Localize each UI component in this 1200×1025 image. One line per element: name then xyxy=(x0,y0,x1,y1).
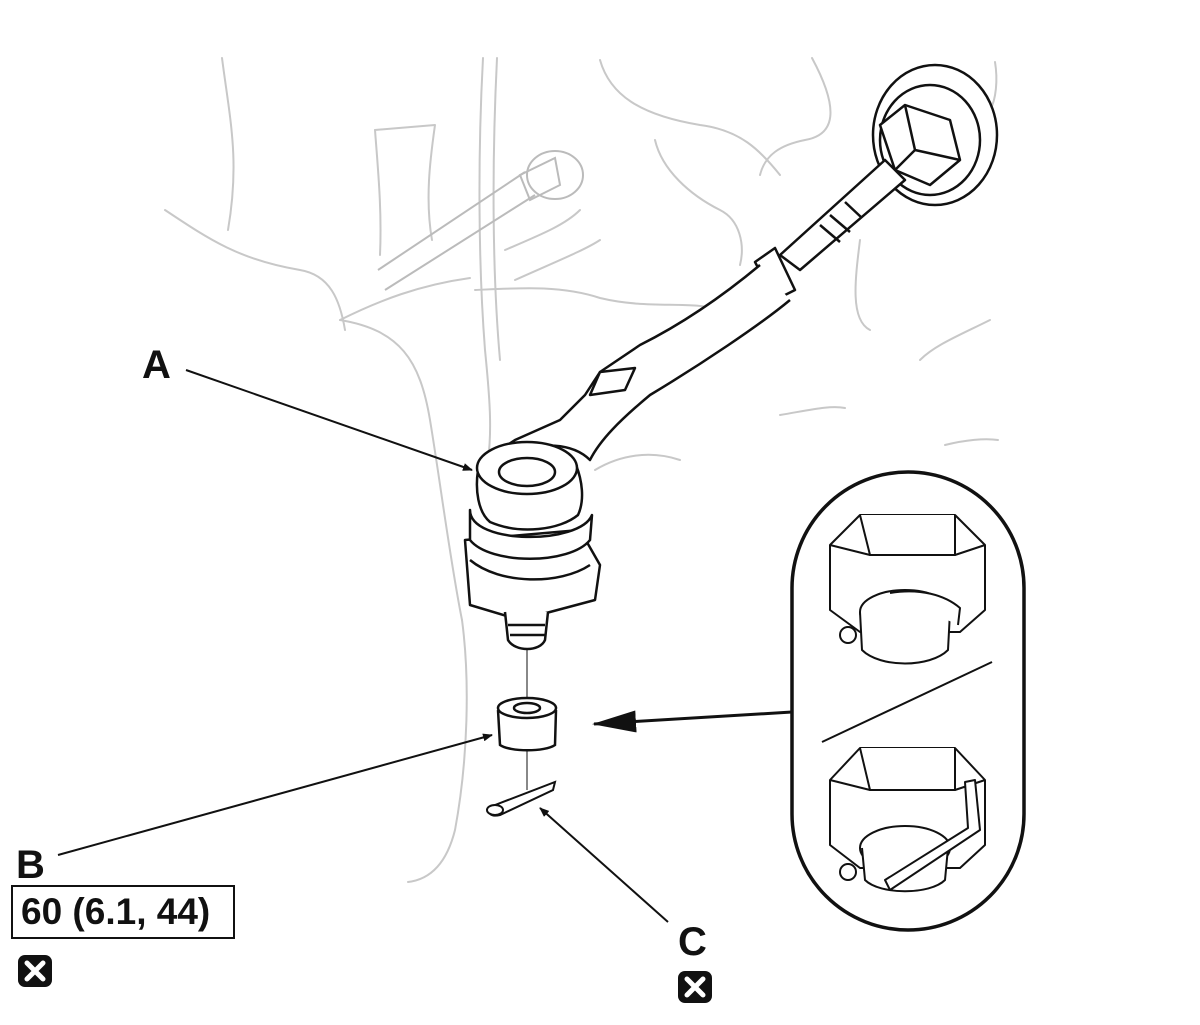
detail-view-arrow xyxy=(592,710,793,733)
callout-label-b: B xyxy=(16,843,45,887)
callout-label-c: C xyxy=(678,920,707,964)
tie-rod-shaft xyxy=(498,158,907,462)
inner-shaft xyxy=(377,150,584,291)
callout-label-a: A xyxy=(142,343,171,387)
torque-spec-box: 60 (6.1, 44) xyxy=(11,885,235,939)
detail-nut-correct xyxy=(829,747,986,893)
leader-line-a xyxy=(185,369,473,471)
torque-spec-text: 60 (6.1, 44) xyxy=(21,891,211,932)
rack-boot xyxy=(871,63,999,207)
detail-nut-incorrect xyxy=(829,514,986,665)
background-chassis-outline xyxy=(164,57,999,883)
cotter-pin xyxy=(486,780,557,817)
replace-part-icon xyxy=(18,955,52,987)
tie-rod-end xyxy=(463,440,602,651)
leader-line-b xyxy=(57,733,493,856)
castle-nut xyxy=(496,696,558,752)
leader-line-c xyxy=(539,807,669,923)
replace-part-icon xyxy=(678,971,712,1003)
cotter-pin-detail-inset xyxy=(790,470,1026,932)
